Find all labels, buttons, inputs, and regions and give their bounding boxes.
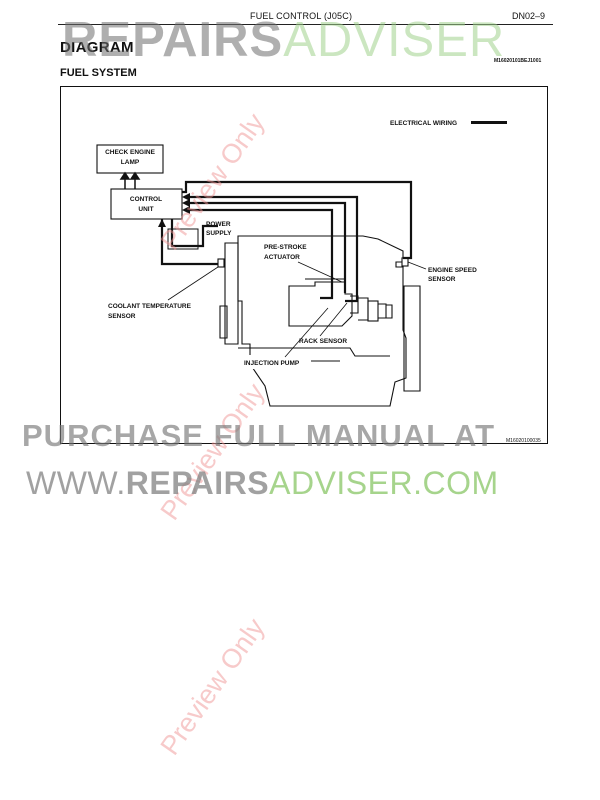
pre-stroke-actuator-label-2: ACTUATOR [264,254,300,261]
check-engine-lamp-box [96,144,164,174]
control-unit-label-1: CONTROL [130,196,162,203]
engine-speed-sensor-label-2: SENSOR [428,276,456,283]
injection-pump-assembly [217,257,409,327]
fuel-system-diagram: ELECTRICAL WIRING CHECK ENGINE LAMP CONT… [60,86,548,444]
power-supply-label-2: SUPPLY [206,230,232,237]
rack-sensor-label: RACK SENSOR [299,338,347,345]
coolant-sensor-label-2: SENSOR [108,313,136,320]
coolant-sensor-leader [167,266,219,301]
pre-stroke-leader [297,261,343,283]
rack-sensor-leader [319,302,348,337]
power-supply-label-1: POWER [206,221,231,228]
figure-code: M16020100035 [506,438,541,444]
header-rule [58,24,553,25]
power-supply-box [167,228,199,250]
legend-line [471,121,507,124]
injection-pump-label-bg [241,355,311,369]
electrical-wiring [160,180,413,303]
control-unit-box [110,188,183,220]
url-watermark: WWW.REPAIRSADVISER.COM [26,465,499,501]
section-subtitle: FUEL SYSTEM [60,67,137,79]
section-code: M16020101BEJ1001 [494,58,542,64]
injection-pump-leader [284,307,329,358]
check-engine-lamp-label-2: LAMP [121,159,140,166]
lamp-arrows [119,171,141,189]
pre-stroke-actuator-label-1: PRE-STROKE [264,244,307,251]
engine-speed-leader [407,261,427,270]
check-engine-lamp-label-1: CHECK ENGINE [105,149,156,156]
legend-label: ELECTRICAL WIRING [390,120,457,127]
injection-pump-label: INJECTION PUMP [244,360,300,367]
engine-illustration [219,235,421,407]
coolant-sensor-label-1: COOLANT TEMPERATURE [108,303,192,310]
diagram-frame [60,86,548,444]
preview-only-watermark: Preview Only [154,612,271,761]
page-number: DN02–9 [512,11,546,21]
header-title: FUEL CONTROL (J05C) [250,11,353,21]
wiring-arrowheads [158,193,190,227]
section-title: DIAGRAM [60,39,134,56]
engine-speed-sensor-label-1: ENGINE SPEED [428,267,477,274]
control-unit-label-2: UNIT [138,206,153,213]
